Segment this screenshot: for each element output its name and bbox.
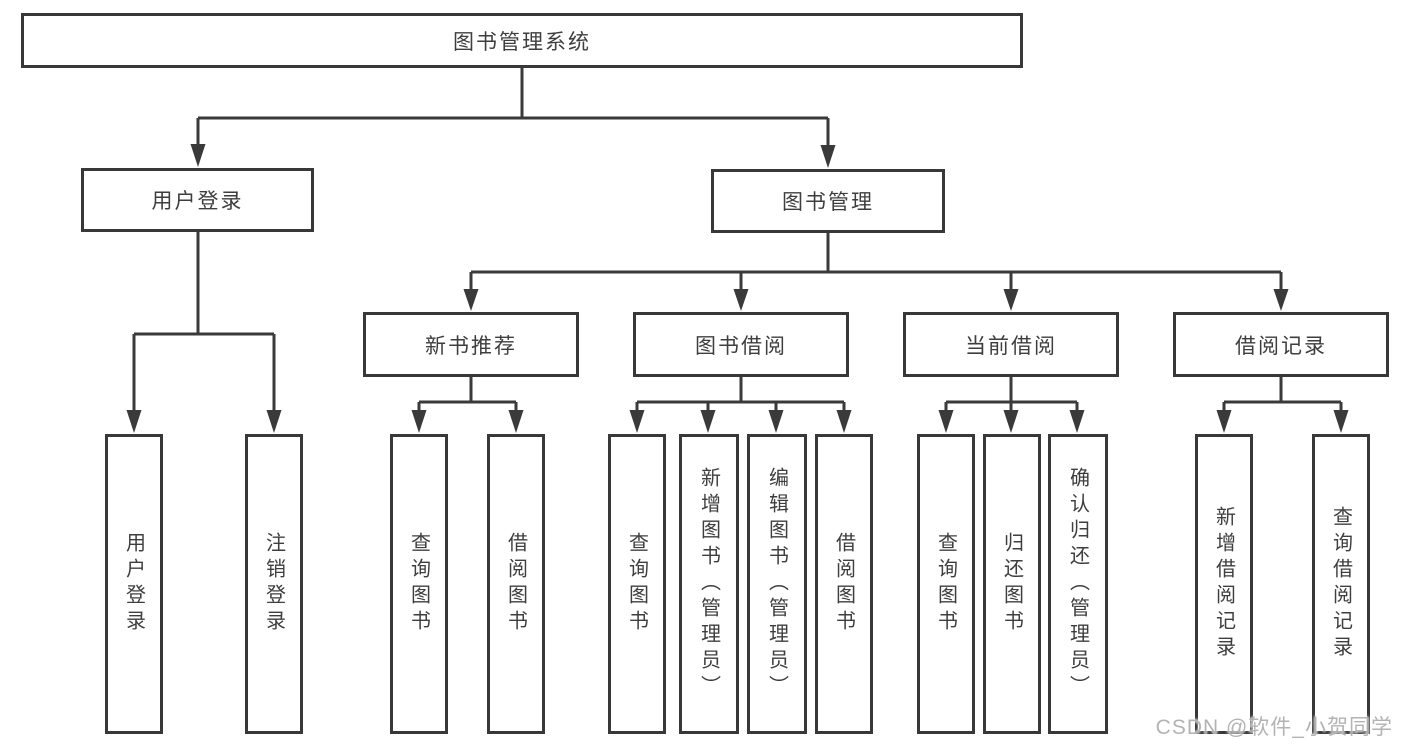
node-current-borrow: 当前借阅 <box>903 312 1119 377</box>
watermark: CSDN @软件_小贺同学 <box>1155 716 1393 739</box>
leaf-borrow-books-recommend-label: 借阅图书 <box>504 532 527 636</box>
node-current-borrow-label: 当前借阅 <box>965 334 1057 358</box>
leaf-return-book: 归还图书 <box>983 434 1041 734</box>
leaf-query-borrow-record-label: 查询借阅记录 <box>1329 506 1352 662</box>
leaf-query-books-borrow: 查询图书 <box>608 434 666 734</box>
leaf-add-borrow-record: 新增借阅记录 <box>1195 434 1253 734</box>
node-book-management: 图书管理 <box>711 169 945 233</box>
leaf-query-books-borrow-label: 查询图书 <box>625 532 648 636</box>
connector-root <box>190 68 836 168</box>
leaf-user-login-label: 用户登录 <box>122 532 145 636</box>
node-borrow-records: 借阅记录 <box>1173 312 1389 377</box>
connector-borrow-records <box>1216 377 1349 433</box>
leaf-query-books-current-label: 查询图书 <box>934 532 957 636</box>
leaf-user-login: 用户登录 <box>105 434 163 734</box>
leaf-query-borrow-record: 查询借阅记录 <box>1312 434 1370 734</box>
node-new-book-recommend: 新书推荐 <box>363 312 579 377</box>
leaf-confirm-return-admin-label: 确认归还（管理员） <box>1066 467 1089 701</box>
node-book-management-label: 图书管理 <box>782 191 874 214</box>
leaf-logout: 注销登录 <box>245 434 303 734</box>
node-borrow-records-label: 借阅记录 <box>1235 334 1327 358</box>
connector-book-management <box>463 233 1289 311</box>
connector-current-borrow <box>938 377 1085 433</box>
leaf-query-books-current: 查询图书 <box>917 434 975 734</box>
node-book-borrow: 图书借阅 <box>633 312 849 377</box>
leaf-confirm-return-admin: 确认归还（管理员） <box>1048 434 1108 734</box>
node-book-borrow-label: 图书借阅 <box>695 334 787 358</box>
leaf-query-books-recommend-label: 查询图书 <box>407 532 430 636</box>
leaf-borrow-books-borrow: 借阅图书 <box>815 434 873 734</box>
leaf-borrow-books-borrow-label: 借阅图书 <box>832 532 855 636</box>
leaf-add-borrow-record-label: 新增借阅记录 <box>1212 506 1235 662</box>
node-root-label: 图书管理系统 <box>453 30 591 54</box>
leaf-logout-label: 注销登录 <box>262 532 285 636</box>
node-root: 图书管理系统 <box>21 13 1023 68</box>
leaf-return-book-label: 归还图书 <box>1000 532 1023 636</box>
leaf-borrow-books-recommend: 借阅图书 <box>487 434 545 734</box>
connector-new-book <box>411 377 524 433</box>
leaf-query-books-recommend: 查询图书 <box>390 434 448 734</box>
node-new-book-recommend-label: 新书推荐 <box>425 334 517 358</box>
leaf-add-book-admin-label: 新增图书（管理员） <box>697 467 720 701</box>
connector-book-borrow <box>629 377 852 433</box>
leaf-edit-book-admin-label: 编辑图书（管理员） <box>765 467 788 701</box>
connector-user-login <box>126 232 282 433</box>
leaf-edit-book-admin: 编辑图书（管理员） <box>747 434 807 734</box>
leaf-add-book-admin: 新增图书（管理员） <box>679 434 739 734</box>
node-user-login: 用户登录 <box>81 168 314 232</box>
node-user-login-label: 用户登录 <box>151 190 244 213</box>
